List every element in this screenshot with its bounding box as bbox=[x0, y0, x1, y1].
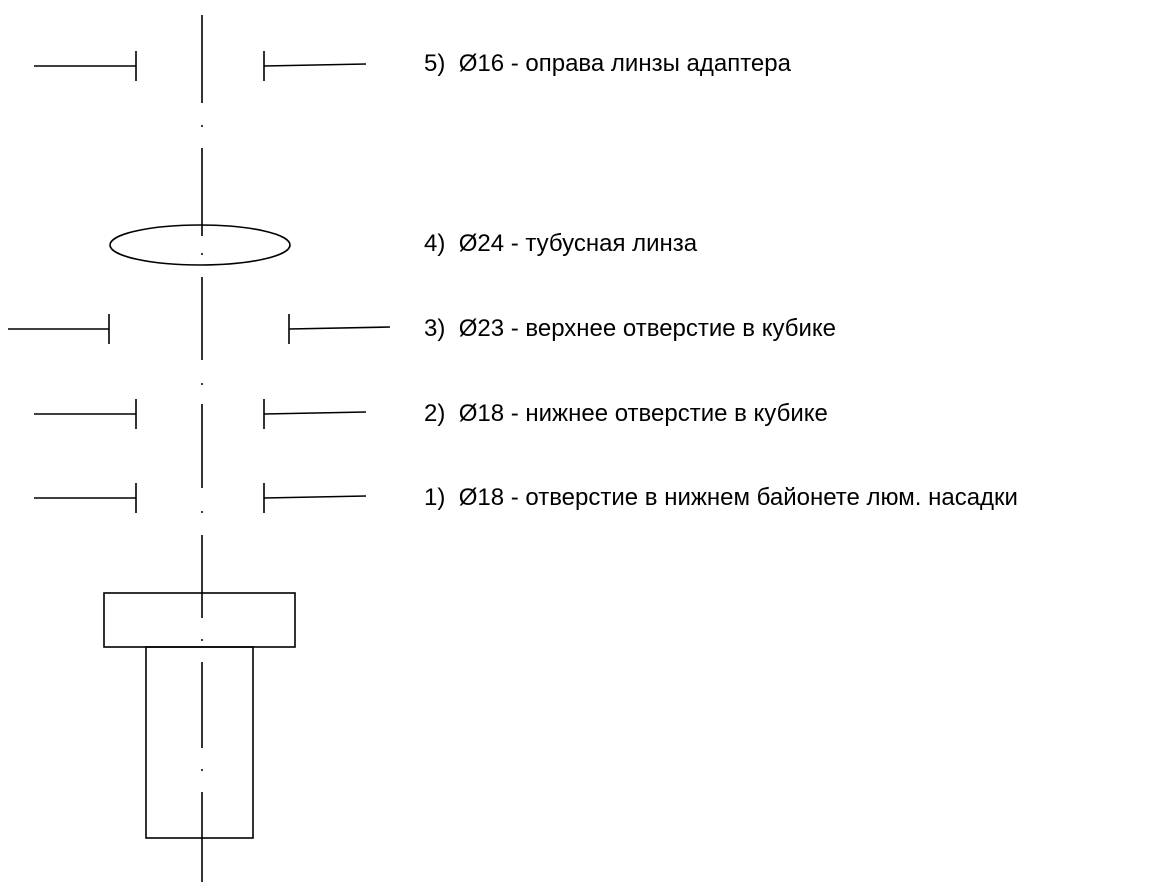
axis-dot bbox=[201, 125, 203, 127]
label-2: 2) Ø18 - нижнее отверстие в кубике bbox=[424, 400, 828, 428]
aperture-right-arm bbox=[288, 326, 391, 330]
label-text: Ø18 - отверстие в нижнем байонете люм. н… bbox=[458, 484, 1018, 511]
objective-barrel bbox=[145, 646, 254, 839]
label-3: 3) Ø23 - верхнее отверстие в кубике bbox=[424, 315, 836, 343]
aperture-3 bbox=[8, 314, 391, 344]
objective-flange bbox=[103, 592, 296, 648]
aperture-5 bbox=[34, 51, 367, 81]
axis-dot bbox=[201, 511, 203, 513]
objective bbox=[103, 592, 296, 839]
label-text: Ø23 - верхнее отверстие в кубике bbox=[458, 315, 837, 342]
aperture-right-arm bbox=[263, 411, 367, 415]
aperture-2 bbox=[34, 399, 367, 429]
aperture-right-arm bbox=[263, 495, 367, 499]
axis-dot bbox=[201, 253, 203, 255]
label-text: Ø24 - тубусная линза bbox=[458, 230, 698, 257]
label-number: 1) bbox=[424, 484, 446, 511]
aperture-1 bbox=[34, 483, 367, 513]
label-text: Ø16 - оправа линзы адаптера bbox=[458, 50, 791, 77]
label-number: 4) bbox=[424, 230, 446, 257]
aperture-right-arm bbox=[263, 63, 367, 67]
label-text: Ø18 - нижнее отверстие в кубике bbox=[458, 400, 828, 427]
label-number: 3) bbox=[424, 315, 446, 342]
tube-lens bbox=[109, 224, 291, 266]
optical-axis bbox=[201, 15, 203, 882]
label-number: 2) bbox=[424, 400, 446, 427]
label-5: 5) Ø16 - оправа линзы адаптера bbox=[424, 50, 791, 78]
label-4: 4) Ø24 - тубусная линза bbox=[424, 230, 697, 258]
axis-dot bbox=[201, 639, 203, 641]
label-number: 5) bbox=[424, 50, 446, 77]
label-1: 1) Ø18 - отверстие в нижнем байонете люм… bbox=[424, 484, 1018, 512]
axis-dot bbox=[201, 769, 203, 771]
axis-dot bbox=[201, 383, 203, 385]
